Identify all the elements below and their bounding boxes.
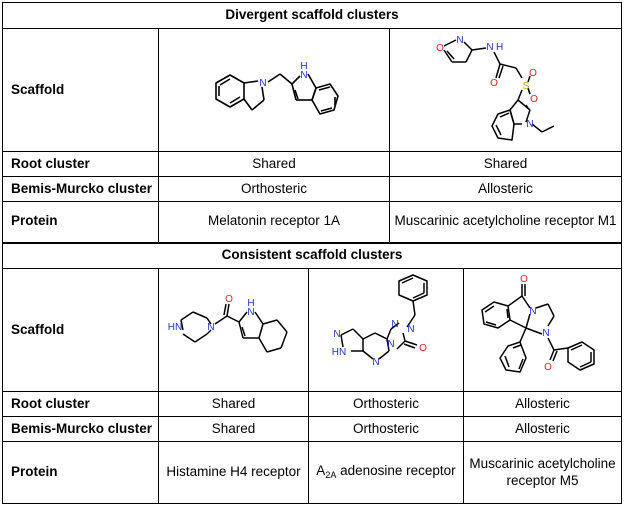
nitrogen-atom-label: N <box>207 322 214 333</box>
divergent-scaffold-row: Scaffold <box>2 28 623 152</box>
sulfur-atom-label: S <box>522 81 529 92</box>
divergent-protein-label: Protein <box>2 201 159 243</box>
consistent-bm-row: Bemis-Murcko cluster Shared Orthosteric … <box>2 416 623 442</box>
piperazine-carbonyl-indole-structure: O N HN N H <box>168 294 288 353</box>
consistent-bm-label: Bemis-Murcko cluster <box>2 416 159 442</box>
consistent-root-value-1: Shared <box>158 391 309 417</box>
divergent-bm-row: Bemis-Murcko cluster Orthosteric Alloste… <box>2 176 623 202</box>
oxygen-atom-label: O <box>419 343 427 354</box>
amine-label: HN <box>332 347 346 358</box>
nitrogen-atom-label: N <box>542 328 549 339</box>
hydrogen-atom-label: H <box>496 42 503 53</box>
divergent-root-value-2: Shared <box>388 151 623 177</box>
nitrogen-atom-label: N <box>529 306 536 317</box>
consistent-scaffold-row: Scaffold <box>2 268 623 392</box>
nitrogen-atom-label: N <box>387 339 394 350</box>
oxygen-atom-label: O <box>225 294 233 305</box>
oxygen-atom-label: O <box>544 362 552 373</box>
consistent-scaffold-2-cell: N N N HN N N O <box>308 268 464 392</box>
consistent-root-value-3: Allosteric <box>462 391 623 417</box>
indoline-indole-structure: N H N <box>215 61 339 115</box>
oxygen-atom-label: O <box>520 274 528 285</box>
hydrogen-atom-label: H <box>247 298 254 309</box>
protein-name-rest: adenosine receptor <box>340 463 456 479</box>
benzyl-triazolopurinone-structure: N N N HN N N O <box>332 274 428 368</box>
nitrogen-atom-label: N <box>333 329 340 340</box>
nitrogen-atom-label: N <box>486 42 493 53</box>
divergent-root-row: Root cluster Shared Shared <box>2 151 623 177</box>
nitrogen-atom-label: N <box>300 70 307 81</box>
oxygen-atom-label: O <box>490 78 498 89</box>
scaffold-clusters-table: Divergent scaffold clusters Scaffold <box>1 2 623 504</box>
consistent-section-title: Consistent scaffold clusters <box>1 241 623 269</box>
divergent-header-row: Divergent scaffold clusters <box>1 2 623 29</box>
protein-subscript: 2A <box>325 470 337 481</box>
consistent-header-row: Consistent scaffold clusters <box>1 241 623 269</box>
divergent-bm-value-2: Allosteric <box>388 176 623 202</box>
nitrogen-atom-label: N <box>372 357 379 368</box>
divergent-scaffold-label: Scaffold <box>2 28 159 152</box>
benzoyl-pyrroloisoindolone-structure: O N N O <box>481 274 595 373</box>
amine-label: HN <box>168 322 182 333</box>
nitrogen-atom-label: N <box>407 324 414 335</box>
consistent-protein-row: Protein Histamine H4 receptor A2A adenos… <box>2 441 623 504</box>
divergent-protein-value-2: Muscarinic acetylcholine receptor M1 <box>388 201 623 243</box>
nitrogen-atom-label: N <box>526 119 533 130</box>
divergent-scaffold-2-cell: O N N H O O S O N <box>388 28 623 152</box>
consistent-bm-value-1: Shared <box>158 416 309 442</box>
consistent-bm-value-2: Orthosteric <box>308 416 464 442</box>
sulfonyl-indole-isoxazole-structure: O N N H O O S O N <box>436 35 554 141</box>
consistent-root-label: Root cluster <box>2 391 159 417</box>
divergent-protein-value-1: Melatonin receptor 1A <box>158 201 390 243</box>
oxygen-atom-label: O <box>436 43 444 54</box>
consistent-protein-value-3: Muscarinic acetylcholine receptor M5 <box>462 441 623 504</box>
divergent-scaffold-1-cell: N H N <box>158 28 390 152</box>
consistent-scaffold-label: Scaffold <box>2 268 159 392</box>
divergent-section-title: Divergent scaffold clusters <box>1 2 623 29</box>
divergent-root-label: Root cluster <box>2 151 159 177</box>
consistent-scaffold-1-cell: O N HN N H <box>158 268 309 392</box>
divergent-protein-row: Protein Melatonin receptor 1A Muscarinic… <box>2 201 623 243</box>
consistent-scaffold-3-cell: O N N O <box>462 268 623 392</box>
consistent-bm-value-3: Allosteric <box>462 416 623 442</box>
oxygen-atom-label: O <box>529 68 537 79</box>
divergent-root-value-1: Shared <box>158 151 390 177</box>
nitrogen-atom-label: N <box>247 307 254 318</box>
consistent-root-value-2: Orthosteric <box>308 391 464 417</box>
nitrogen-atom-label: N <box>391 319 398 330</box>
consistent-protein-value-2: A2A adenosine receptor <box>308 441 464 504</box>
oxygen-atom-label: O <box>530 94 538 105</box>
divergent-bm-label: Bemis-Murcko cluster <box>2 176 159 202</box>
hydrogen-atom-label: H <box>300 61 307 72</box>
divergent-bm-value-1: Orthosteric <box>158 176 390 202</box>
consistent-protein-label: Protein <box>2 441 159 504</box>
consistent-protein-value-1: Histamine H4 receptor <box>158 441 309 504</box>
nitrogen-atom-label: N <box>259 78 266 89</box>
nitrogen-atom-label: N <box>456 35 463 46</box>
consistent-root-row: Root cluster Shared Orthosteric Alloster… <box>2 391 623 417</box>
protein-a-letter: A <box>316 463 326 479</box>
